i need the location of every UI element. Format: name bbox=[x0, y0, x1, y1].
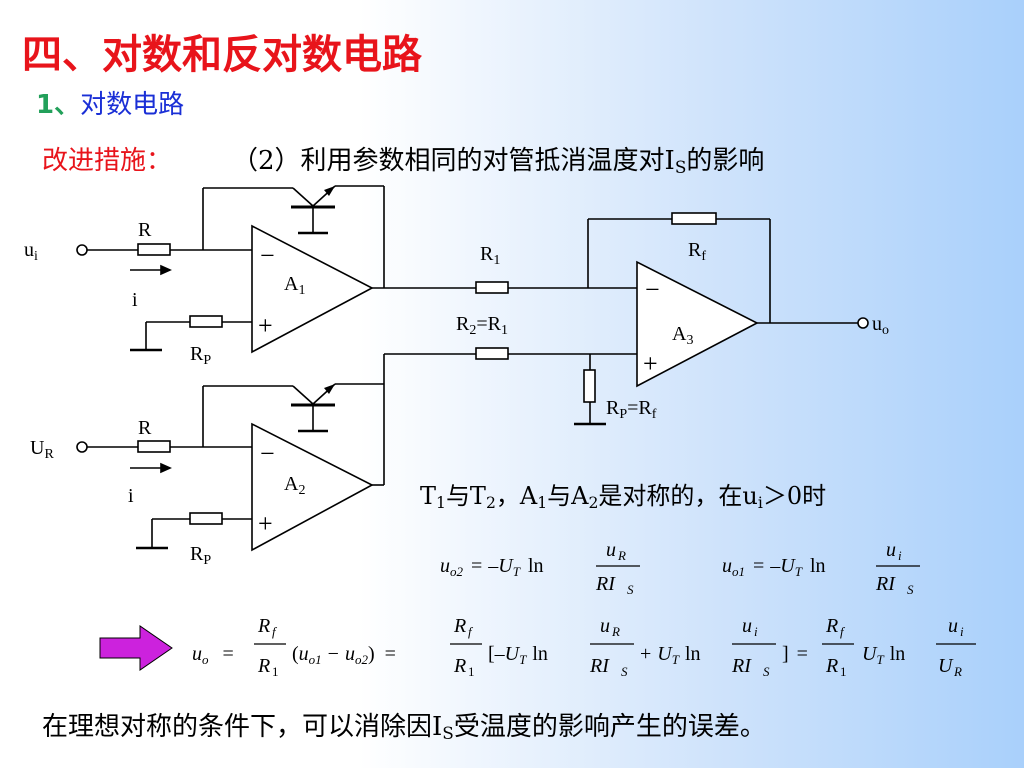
label-uo: uo bbox=[872, 313, 889, 338]
A2-plus: + bbox=[258, 509, 273, 538]
svg-text:1: 1 bbox=[468, 664, 475, 679]
svg-text:f: f bbox=[468, 624, 474, 639]
frac2-num-sub: i bbox=[898, 548, 902, 563]
section-title: 对数电路 bbox=[80, 90, 185, 120]
A1-minus: − bbox=[260, 241, 275, 270]
label-i-top: i bbox=[132, 289, 138, 311]
svg-text:R: R bbox=[825, 615, 838, 637]
resistor-R-top bbox=[137, 243, 171, 256]
resistor-Rf bbox=[671, 212, 717, 225]
svg-text:1: 1 bbox=[272, 664, 279, 679]
svg-text:f: f bbox=[840, 624, 846, 639]
svg-text:]=: ]= bbox=[782, 643, 808, 665]
label-A3: A3 bbox=[672, 323, 693, 348]
svg-text:u: u bbox=[742, 615, 752, 637]
resistor-R2 bbox=[475, 347, 509, 360]
label-R2-eq-R1: R2=R1 bbox=[456, 313, 508, 338]
label-ui: ui bbox=[24, 239, 38, 264]
resistor-R1 bbox=[475, 281, 509, 294]
svg-text:RI: RI bbox=[731, 655, 752, 677]
svg-text:S: S bbox=[763, 664, 770, 679]
svg-text:U: U bbox=[938, 655, 954, 677]
svg-text:R: R bbox=[611, 624, 620, 639]
label-R-bottom: R bbox=[138, 417, 152, 439]
frac1-num-sub: R bbox=[617, 548, 626, 563]
svg-text:i: i bbox=[960, 624, 964, 639]
A3-minus: − bbox=[645, 275, 660, 304]
label-A1: A1 bbox=[284, 273, 305, 298]
svg-text:R: R bbox=[953, 664, 962, 679]
conclusion-text: 在理想对称的条件下，可以消除因IS受温度的影响产生的误差。 bbox=[42, 712, 766, 744]
label-R-top: R bbox=[138, 219, 152, 241]
svg-text:R: R bbox=[257, 655, 270, 677]
svg-text:1: 1 bbox=[840, 664, 847, 679]
svg-text:RI: RI bbox=[589, 655, 610, 677]
svg-text:R: R bbox=[825, 655, 838, 677]
input-terminal-ui bbox=[76, 244, 88, 256]
section-heading: 1、对数电路 bbox=[36, 84, 184, 121]
svg-text:uo=: uo= bbox=[192, 643, 234, 667]
section-number: 1、 bbox=[36, 90, 81, 120]
label-RP-top: RP bbox=[190, 343, 211, 368]
measure-text-pre: （2）利用参数相同的对管抵消温度对I bbox=[232, 146, 675, 176]
frac2-den: RI bbox=[875, 573, 896, 595]
frac1-num: u bbox=[606, 539, 616, 561]
resistor-RP-top bbox=[189, 315, 223, 328]
symmetry-note: T1与T2，A1与A2是对称的，在ui＞0时 bbox=[420, 482, 827, 512]
opamp-A3 bbox=[636, 260, 759, 388]
A1-plus: + bbox=[258, 311, 273, 340]
measure-text-sub: S bbox=[674, 157, 687, 178]
label-A2: A2 bbox=[284, 473, 305, 498]
frac1-den: RI bbox=[595, 573, 616, 595]
svg-text:i: i bbox=[754, 624, 758, 639]
frac1-den-sub: S bbox=[627, 582, 634, 597]
svg-text:f: f bbox=[272, 624, 278, 639]
measure-text: （2）利用参数相同的对管抵消温度对IS的影响 bbox=[232, 140, 764, 177]
label-R1: R1 bbox=[480, 243, 500, 268]
frac2-den-sub: S bbox=[907, 582, 914, 597]
label-Rf: Rf bbox=[688, 239, 706, 264]
svg-text:R: R bbox=[453, 615, 466, 637]
svg-text:u: u bbox=[948, 615, 958, 637]
label-RP-bottom: RP bbox=[190, 543, 211, 568]
opamp-A1 bbox=[251, 224, 374, 354]
label-UR: UR bbox=[30, 437, 54, 462]
svg-text:(uo1−uo2)=: (uo1−uo2)= bbox=[292, 643, 396, 667]
label-i-bottom: i bbox=[128, 485, 134, 507]
svg-text:u: u bbox=[600, 615, 610, 637]
svg-text:S: S bbox=[621, 664, 628, 679]
A2-minus: − bbox=[260, 439, 275, 468]
arrow-icon bbox=[99, 625, 173, 671]
resistor-RP-Rf bbox=[583, 369, 596, 403]
output-terminal-uo bbox=[857, 317, 869, 329]
opamp-A2 bbox=[251, 422, 374, 552]
frac2-num: u bbox=[886, 539, 896, 561]
A3-plus: + bbox=[643, 349, 658, 378]
page-title: 四、对数和反对数电路 bbox=[22, 32, 422, 78]
label-RP-eq-Rf: RP=Rf bbox=[606, 397, 657, 422]
resistor-RP-bottom bbox=[189, 512, 223, 525]
svg-text:R: R bbox=[453, 655, 466, 677]
measure-text-post: 的影响 bbox=[686, 146, 765, 176]
input-terminal-UR bbox=[76, 441, 88, 453]
resistor-R-bottom bbox=[137, 440, 171, 453]
measure-label: 改进措施： bbox=[42, 146, 173, 176]
svg-text:R: R bbox=[257, 615, 270, 637]
